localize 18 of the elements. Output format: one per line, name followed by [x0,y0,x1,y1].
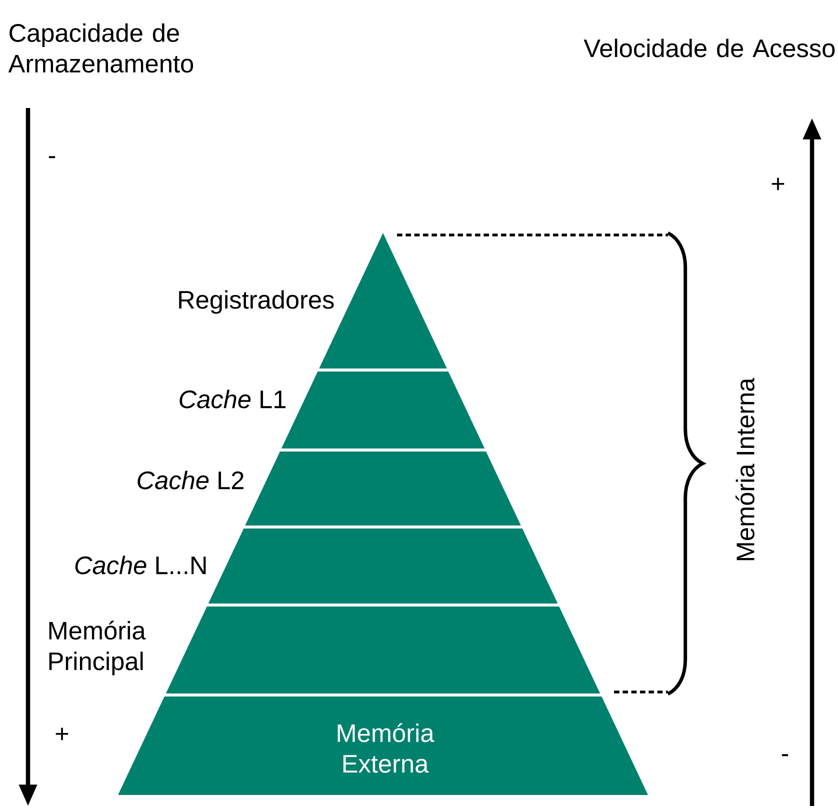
node-label: Registradores [179,290,334,314]
node-label: Cache L...N [75,556,206,574]
pyramid-tier: Cache L...N [75,528,558,604]
sign-label: - [48,156,56,158]
pyramid-tier: Memória Externa [118,696,648,795]
pyramid-tier: Cache L1 [180,372,485,448]
sign-label: - [782,754,788,756]
sign-label: + [772,178,784,190]
pyramid-tier: Memória Principal [49,606,600,694]
axis-label: Velocidade de Acesso [584,38,835,58]
axis-label: Capacidade de Armazenamento [8,23,194,73]
brace-label: Memória Interna [736,378,754,560]
node-label: Memória Principal [49,620,146,676]
node-label: Cache L1 [180,390,286,408]
pyramid-tier: Cache L2 [138,452,521,526]
pyramid-tier: Registradores [179,233,447,368]
sign-label: + [56,728,68,740]
node-label: Cache L2 [138,470,244,490]
